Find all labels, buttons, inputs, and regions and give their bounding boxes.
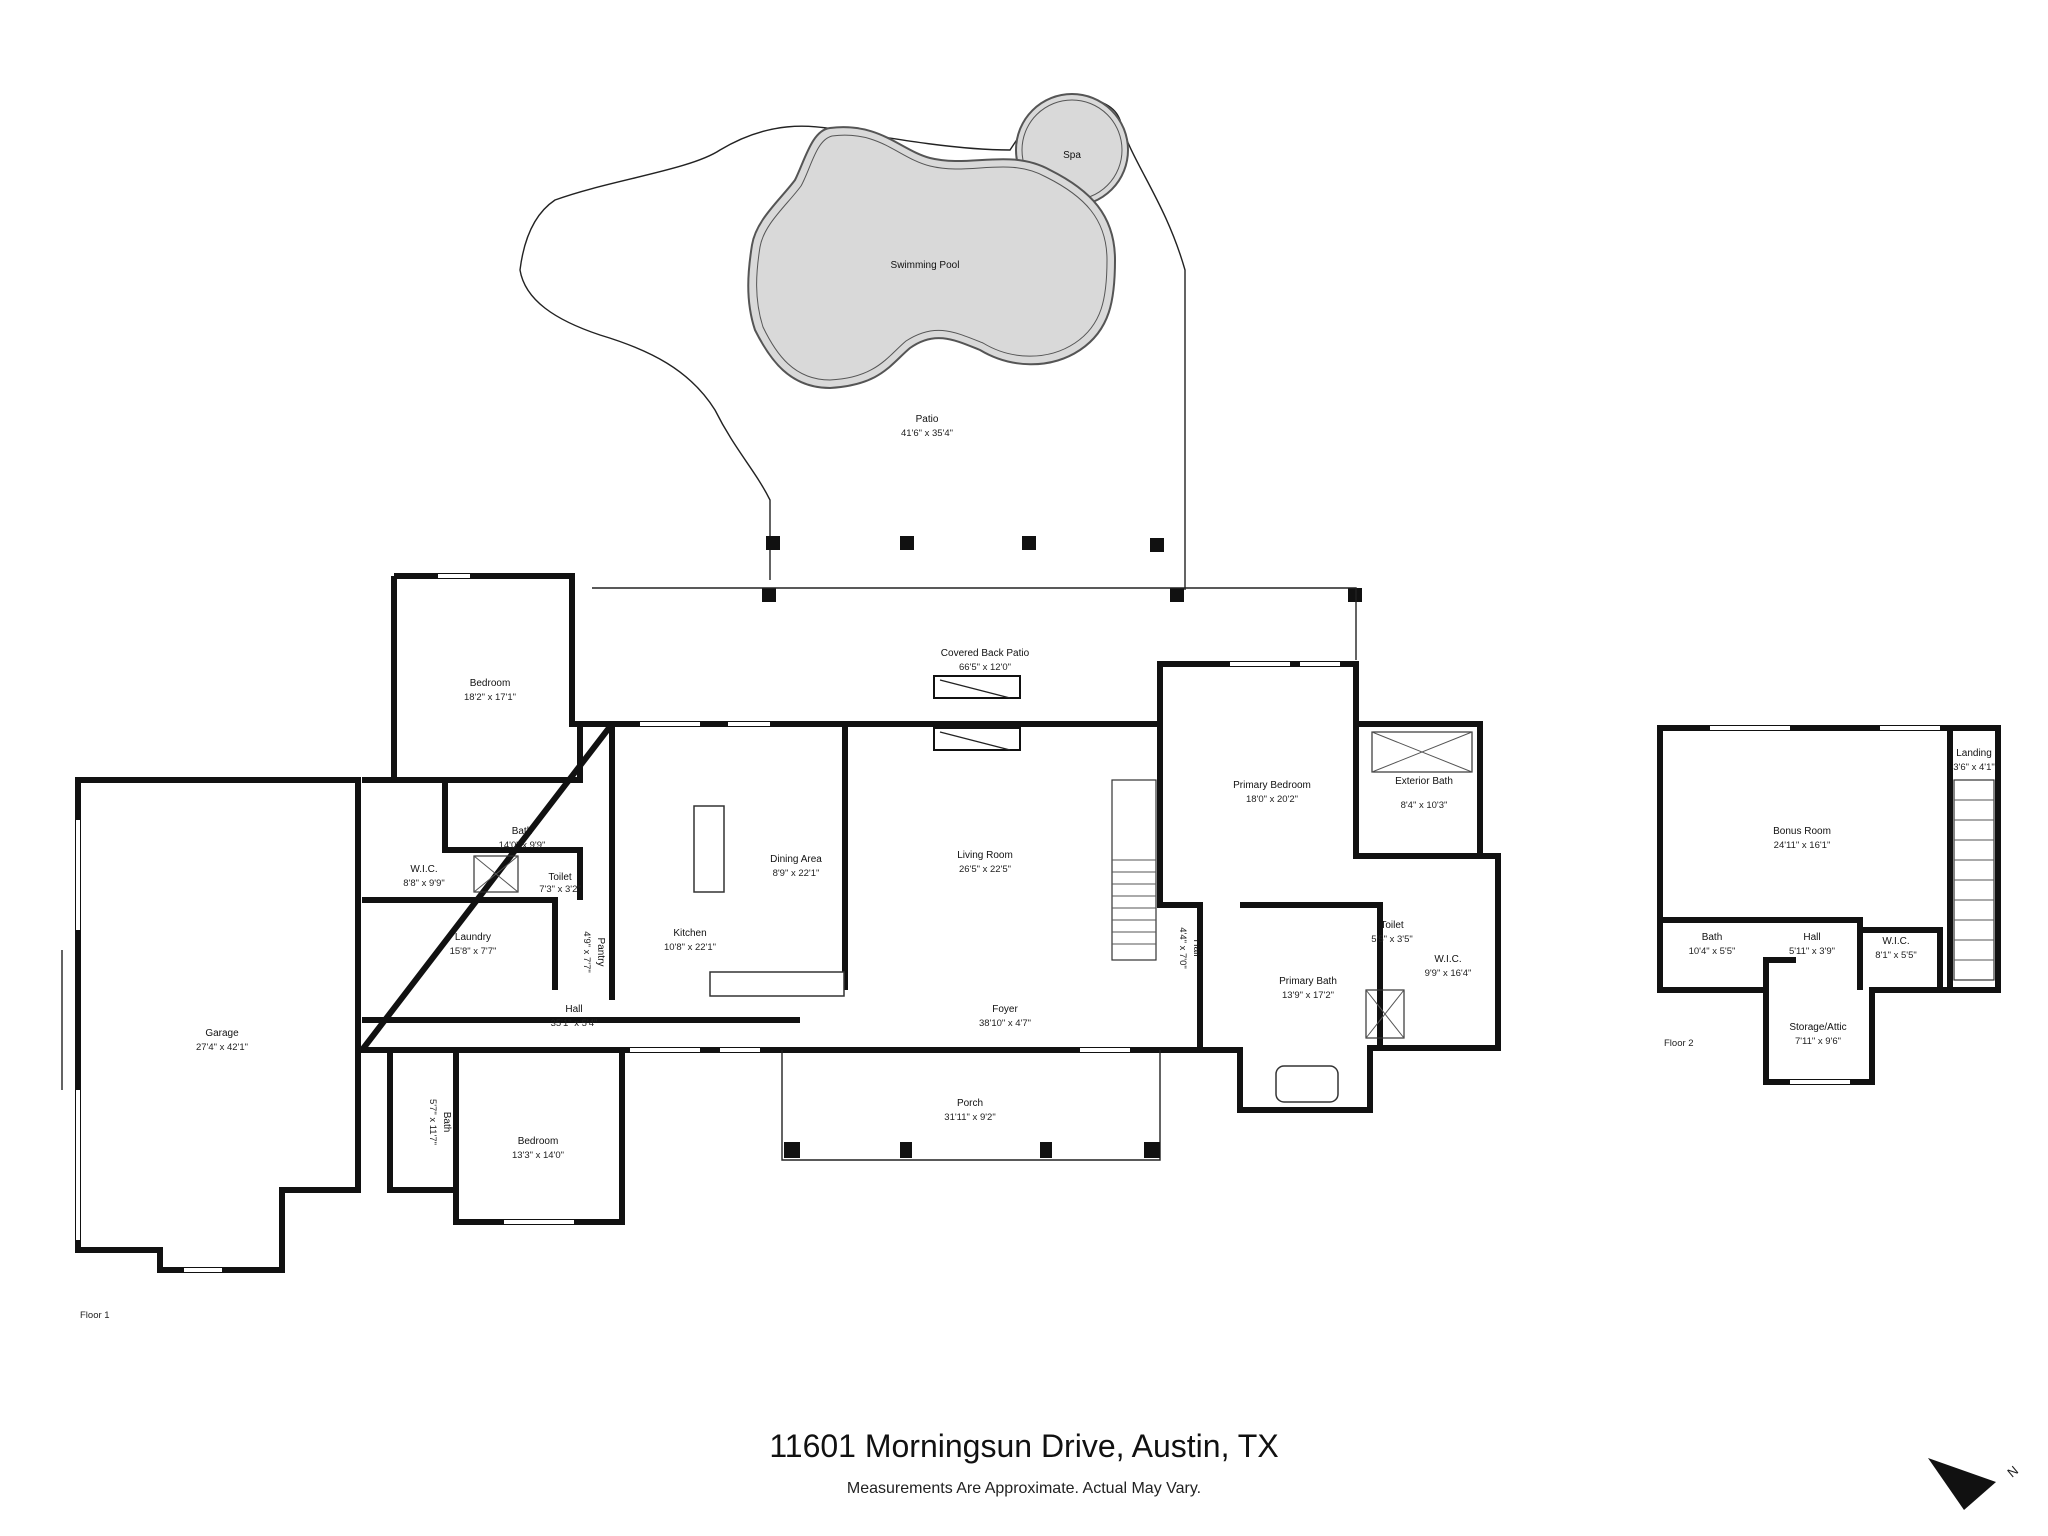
primary-bath-label: Primary Bath	[1279, 976, 1337, 987]
hall-main-label: Hall	[565, 1004, 582, 1015]
toilet-primary-label: Toilet	[1380, 920, 1404, 931]
toilet-primary-dims: 5'5" x 3'5"	[1371, 934, 1413, 945]
bedroom-sw-walls	[387, 1050, 625, 1225]
floor-2-walls	[1657, 725, 2001, 1085]
primary-bedroom-dims: 18'0" x 20'2"	[1246, 794, 1298, 805]
bath-left-dims: 14'0" x 9'9"	[499, 840, 546, 851]
garage-dims: 27'4" x 42'1"	[196, 1042, 248, 1053]
hall-small-dims: 4'4" x 7'0"	[1177, 927, 1188, 969]
floor-1	[60, 573, 1501, 1273]
garage-label: Garage	[205, 1028, 239, 1039]
living-dims: 26'5" x 22'5"	[959, 864, 1011, 875]
bath-upper-dims: 10'4" x 5'5"	[1689, 946, 1736, 957]
pool-label: Swimming Pool	[891, 260, 960, 271]
pantry-label: Pantry	[595, 938, 606, 967]
toilet-left-label: Toilet	[548, 872, 572, 883]
garage-walls	[75, 777, 361, 1273]
hall-upper-dims: 5'11" x 3'9"	[1789, 946, 1835, 957]
porch-outline	[781, 1050, 1161, 1161]
kitchen-label: Kitchen	[673, 928, 706, 939]
covered-patio-dims: 66'5" x 12'0"	[959, 662, 1011, 673]
floor-2	[1657, 725, 2001, 1085]
wic-left-label: W.I.C.	[410, 864, 437, 875]
laundry-label: Laundry	[455, 932, 491, 943]
hall-main-dims: 35'1" x 5'4"	[551, 1018, 598, 1029]
bath-small-dims: 5'7" x 11'7"	[427, 1099, 438, 1145]
backyard	[519, 93, 1362, 602]
floor-1-label: Floor 1	[80, 1310, 110, 1321]
bedroom-nw-dims: 18'2" x 17'1"	[464, 692, 516, 703]
compass-label: N	[2004, 1463, 2021, 1481]
foyer-label: Foyer	[992, 1004, 1018, 1015]
porch-label: Porch	[957, 1098, 983, 1109]
bedroom-nw-walls	[391, 573, 612, 778]
stairs-upper	[1953, 779, 1995, 981]
floor-2-label: Floor 2	[1664, 1038, 1694, 1049]
bonus-room-dims: 24'11" x 16'1"	[1774, 840, 1831, 851]
landing-label: Landing	[1956, 748, 1992, 759]
patio-label: Patio	[916, 414, 939, 425]
toilet-left-dims: 7'3" x 3'2"	[539, 884, 581, 895]
bedroom-nw-label: Bedroom	[470, 678, 511, 689]
spa-label: Spa	[1063, 150, 1081, 161]
patio-dims: 41'6" x 35'4"	[901, 428, 953, 439]
stairs-main	[1111, 779, 1157, 961]
exterior-bath-dims: 8'4" x 10'3"	[1401, 800, 1448, 811]
dining-dims: 8'9" x 22'1"	[773, 868, 820, 879]
storage-label: Storage/Attic	[1789, 1022, 1846, 1033]
pool-shape	[747, 126, 1117, 390]
wic-upper-label: W.I.C.	[1882, 936, 1909, 947]
wic-upper-dims: 8'1" x 5'5"	[1875, 950, 1917, 961]
room-labels: Spa Swimming Pool Patio 41'6" x 35'4" Co…	[80, 150, 1995, 1321]
porch-dims: 31'11" x 9'2"	[944, 1112, 995, 1123]
primary-bedroom-label: Primary Bedroom	[1233, 780, 1311, 791]
living-label: Living Room	[957, 850, 1013, 861]
pantry-dims: 4'9" x 7'7"	[581, 931, 592, 973]
dining-label: Dining Area	[770, 854, 822, 865]
disclaimer-text: Measurements Are Approximate. Actual May…	[846, 1480, 1202, 1497]
address-title: 11601 Morningsun Drive, Austin, TX	[769, 1428, 1279, 1464]
bonus-room-label: Bonus Room	[1773, 826, 1831, 837]
wic-primary-dims: 9'9" x 16'4"	[1425, 968, 1472, 979]
bath-small-label: Bath	[441, 1112, 452, 1133]
laundry-dims: 15'8" x 7'7"	[450, 946, 497, 957]
foyer-dims: 38'10" x 4'7"	[979, 1018, 1031, 1029]
landing-dims: 3'6" x 4'1"	[1953, 762, 1995, 773]
main-walls	[355, 661, 1501, 1113]
primary-bath-dims: 13'9" x 17'2"	[1282, 990, 1334, 1001]
bath-left-label: Bath	[512, 826, 533, 837]
exterior-bath-label: Exterior Bath	[1395, 776, 1453, 787]
wic-primary-label: W.I.C.	[1434, 954, 1461, 965]
covered-patio-label: Covered Back Patio	[941, 648, 1030, 659]
bedroom-sw-label: Bedroom	[518, 1136, 559, 1147]
storage-dims: 7'11" x 9'6"	[1795, 1036, 1841, 1047]
hall-small-label: Hall	[1191, 939, 1202, 956]
kitchen-dims: 10'8" x 22'1"	[664, 942, 716, 953]
hall-upper-label: Hall	[1803, 932, 1820, 943]
bedroom-sw-dims: 13'3" x 14'0"	[512, 1150, 564, 1161]
wic-left-dims: 8'8" x 9'9"	[403, 878, 445, 889]
bath-upper-label: Bath	[1702, 932, 1723, 943]
